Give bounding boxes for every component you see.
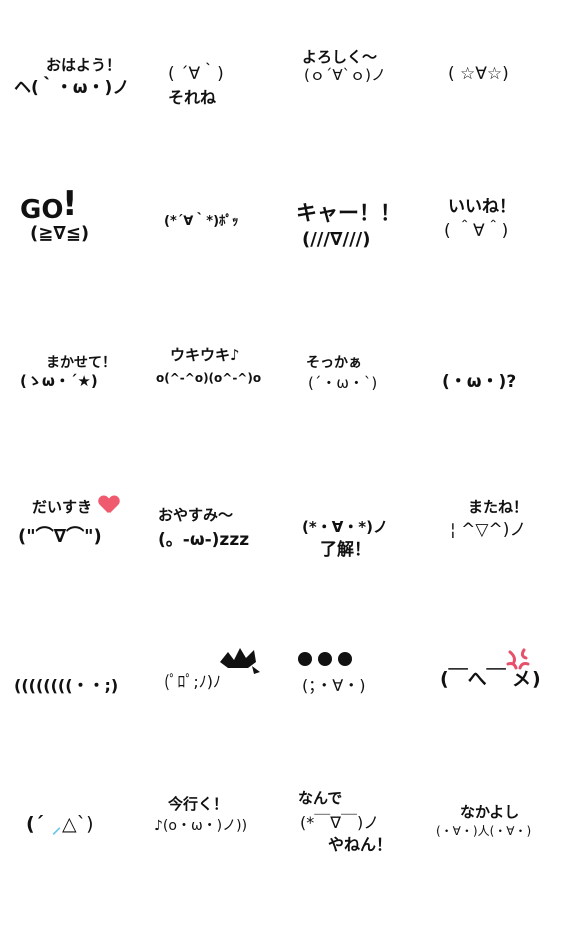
sticker-text: それね — [168, 88, 217, 107]
sticker-text: なんで — [298, 789, 343, 807]
sticker-text: よろしく〜 — [302, 48, 378, 66]
shock-burst-icon — [220, 648, 260, 674]
sticker-ryoukai[interactable]: (*・∀・*)ノ 了解！ — [290, 490, 430, 640]
sticker-face: (´ — [26, 813, 45, 835]
sticker-daisuki[interactable]: だいすき ("⌒∇⌒") — [10, 490, 150, 640]
sticker-silence[interactable]: (；・∀・) — [290, 640, 430, 790]
sticker-text: GO — [20, 195, 64, 225]
sticker-face-mark: メ — [512, 668, 532, 690]
sticker-face: (///∇///) — [302, 229, 371, 250]
sticker-ukiuki[interactable]: ウキウキ♪ o(^-^o)(o^-^)o — [150, 340, 290, 490]
sticker-face: (´・ω・`) — [308, 374, 378, 392]
sticker-go[interactable]: GO ! (≧∇≦) — [10, 185, 150, 335]
sticker-text: なかよし — [460, 803, 520, 821]
sticker-face: ♪(o・ω・)ノ)) — [154, 818, 248, 834]
tear-icon: ⸝ — [52, 817, 61, 838]
sticker-grid: おはよう！ ヘ(｀・ω・)ノ ( ´∀｀) それね よろしく〜 (ｏ´∀`ｏ)ノ… — [0, 0, 562, 900]
sticker-matane[interactable]: またね！ ¦ ^▽^)ノ — [430, 490, 562, 640]
sticker-face: ¦ ^▽^)ノ — [450, 520, 527, 540]
sticker-text: おやすみ〜 — [158, 506, 234, 524]
sticker-text: おはよう！ — [46, 56, 122, 74]
sticker-nakayoshi[interactable]: なかよし (・∀・)人(・∀・) — [430, 785, 562, 935]
sticker-sorene[interactable]: ( ´∀｀) それね — [150, 50, 290, 200]
sticker-face: (ｏ´∀`ｏ)ノ — [304, 66, 386, 84]
sticker-face: (≧∇≦) — [30, 223, 90, 244]
sticker-hiding[interactable]: ((((((((・・;) — [10, 640, 150, 790]
ellipsis-dot-icon — [318, 652, 332, 666]
sticker-text: 今行く！ — [168, 795, 229, 813]
ellipsis-dot-icon — [338, 652, 352, 666]
sticker-sokkaa[interactable]: そっかぁ (´・ω・`) — [290, 340, 430, 490]
sticker-iine[interactable]: いいね！ ( ＾∀＾) — [430, 185, 562, 335]
sticker-face: (；・∀・) — [302, 676, 366, 695]
sticker-face: (*´∀｀*)ﾎﾟｯ — [164, 214, 239, 229]
sticker-face: ( ＾∀＾) — [444, 221, 509, 241]
heart-icon — [100, 496, 118, 514]
sticker-face: (。-ω-)zzz — [158, 530, 250, 550]
sticker-text: キャー！！ — [296, 201, 401, 225]
sticker-blush[interactable]: (*´∀｀*)ﾎﾟｯ — [150, 185, 290, 335]
sticker-face: (・∀・)人(・∀・) — [436, 824, 532, 838]
sticker-text-2: やねん！ — [328, 835, 393, 854]
exclamation-icon: ! — [62, 184, 78, 224]
sticker-makasete[interactable]: まかせて！ (ゝω・´★) — [10, 340, 150, 490]
sticker-ohayou[interactable]: おはよう！ ヘ(｀・ω・)ノ — [10, 50, 150, 200]
sticker-sad[interactable]: (´ ⸝ △`) — [10, 785, 150, 935]
sticker-sparkle[interactable]: ( ☆∀☆) — [430, 50, 562, 200]
sticker-imaiku[interactable]: 今行く！ ♪(o・ω・)ノ)) — [150, 785, 290, 935]
sticker-text: まかせて！ — [46, 355, 116, 371]
sticker-question[interactable]: (・ω・)? — [430, 340, 562, 490]
ellipsis-dot-icon — [298, 652, 312, 666]
sticker-annoyed[interactable]: (￣へ￣ メ ) — [430, 640, 562, 790]
sticker-text: だいすき — [32, 498, 93, 516]
sticker-face: ( ☆∀☆) — [448, 64, 509, 84]
sticker-nande[interactable]: なんで (*￣∇￣)ノ やねん！ — [290, 785, 430, 935]
sticker-face: ( ´∀｀) — [168, 64, 224, 84]
sticker-face: ("⌒∇⌒") — [18, 526, 102, 547]
sticker-face: (￣へ￣ — [440, 668, 506, 690]
sticker-yoroshiku[interactable]: よろしく〜 (ｏ´∀`ｏ)ノ — [290, 50, 430, 200]
sticker-kyaa[interactable]: キャー！！ (///∇///) — [290, 185, 430, 335]
sticker-face: ((((((((・・;) — [14, 676, 119, 695]
sticker-face: (・ω・)? — [442, 372, 517, 392]
sticker-text: またね！ — [468, 498, 529, 516]
sticker-text: そっかぁ — [306, 355, 362, 371]
sticker-shock[interactable]: (ﾟﾛﾟ;ﾉ)ﾉ — [150, 640, 290, 790]
sticker-face-end: ) — [532, 668, 541, 690]
sticker-text: ウキウキ♪ — [170, 346, 240, 364]
sticker-text: いいね！ — [448, 197, 516, 217]
sticker-face: ヘ(｀・ω・)ノ — [14, 78, 130, 98]
sticker-oyasumi[interactable]: おやすみ〜 (。-ω-)zzz — [150, 490, 290, 640]
sticker-face: (*・∀・*)ノ — [302, 518, 389, 536]
anger-mark-icon — [506, 648, 530, 670]
sticker-face: o(^-^o)(o^-^)o — [156, 371, 262, 385]
sticker-face: (ﾟﾛﾟ;ﾉ)ﾉ — [164, 672, 222, 691]
sticker-face-end: △`) — [62, 813, 94, 835]
sticker-face: (ゝω・´★) — [20, 372, 98, 390]
sticker-text: 了解！ — [320, 540, 371, 560]
sticker-face: (*￣∇￣)ノ — [300, 813, 380, 832]
